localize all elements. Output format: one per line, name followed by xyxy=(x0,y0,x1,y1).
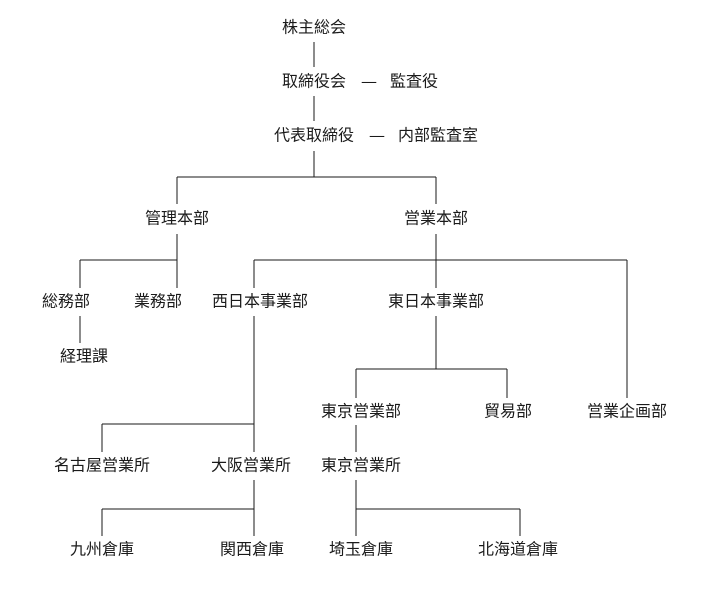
node-audit-board: 監査役 xyxy=(390,72,438,91)
node-board-of-directors: 取締役会 xyxy=(282,72,346,91)
node-admin-division: 管理本部 xyxy=(145,209,209,228)
node-sales-division: 営業本部 xyxy=(404,209,468,228)
node-east-japan-business-dept: 東日本事業部 xyxy=(388,292,484,311)
node-osaka-sales-office: 大阪営業所 xyxy=(211,456,291,475)
node-accounting-section: 経理課 xyxy=(60,347,108,366)
node-trade-dept: 貿易部 xyxy=(484,402,532,421)
node-saitama-warehouse: 埼玉倉庫 xyxy=(329,540,393,559)
node-hokkaido-warehouse: 北海道倉庫 xyxy=(478,540,558,559)
connector-lines xyxy=(79,42,628,536)
node-general-affairs-dept: 総務部 xyxy=(42,292,90,311)
node-nagoya-sales-office: 名古屋営業所 xyxy=(54,456,150,475)
node-tokyo-sales-dept: 東京営業部 xyxy=(321,402,401,421)
node-sales-planning-dept: 営業企画部 xyxy=(587,402,667,421)
node-labels: 株主総会 取締役会 — 監査役 代表取締役 — 内部監査室 管理本部 営業本部 … xyxy=(42,18,667,559)
node-tokyo-sales-office: 東京営業所 xyxy=(321,456,401,475)
relation-dash: — xyxy=(369,126,385,145)
node-operations-dept: 業務部 xyxy=(134,292,182,311)
node-internal-audit-office: 内部監査室 xyxy=(398,126,478,145)
node-shareholders-meeting: 株主総会 xyxy=(282,18,346,37)
node-kyushu-warehouse: 九州倉庫 xyxy=(70,540,134,559)
node-representative-director: 代表取締役 xyxy=(274,126,354,145)
node-west-japan-business-dept: 西日本事業部 xyxy=(212,292,308,311)
relation-dash: — xyxy=(361,72,377,91)
node-kansai-warehouse: 関西倉庫 xyxy=(220,540,284,559)
